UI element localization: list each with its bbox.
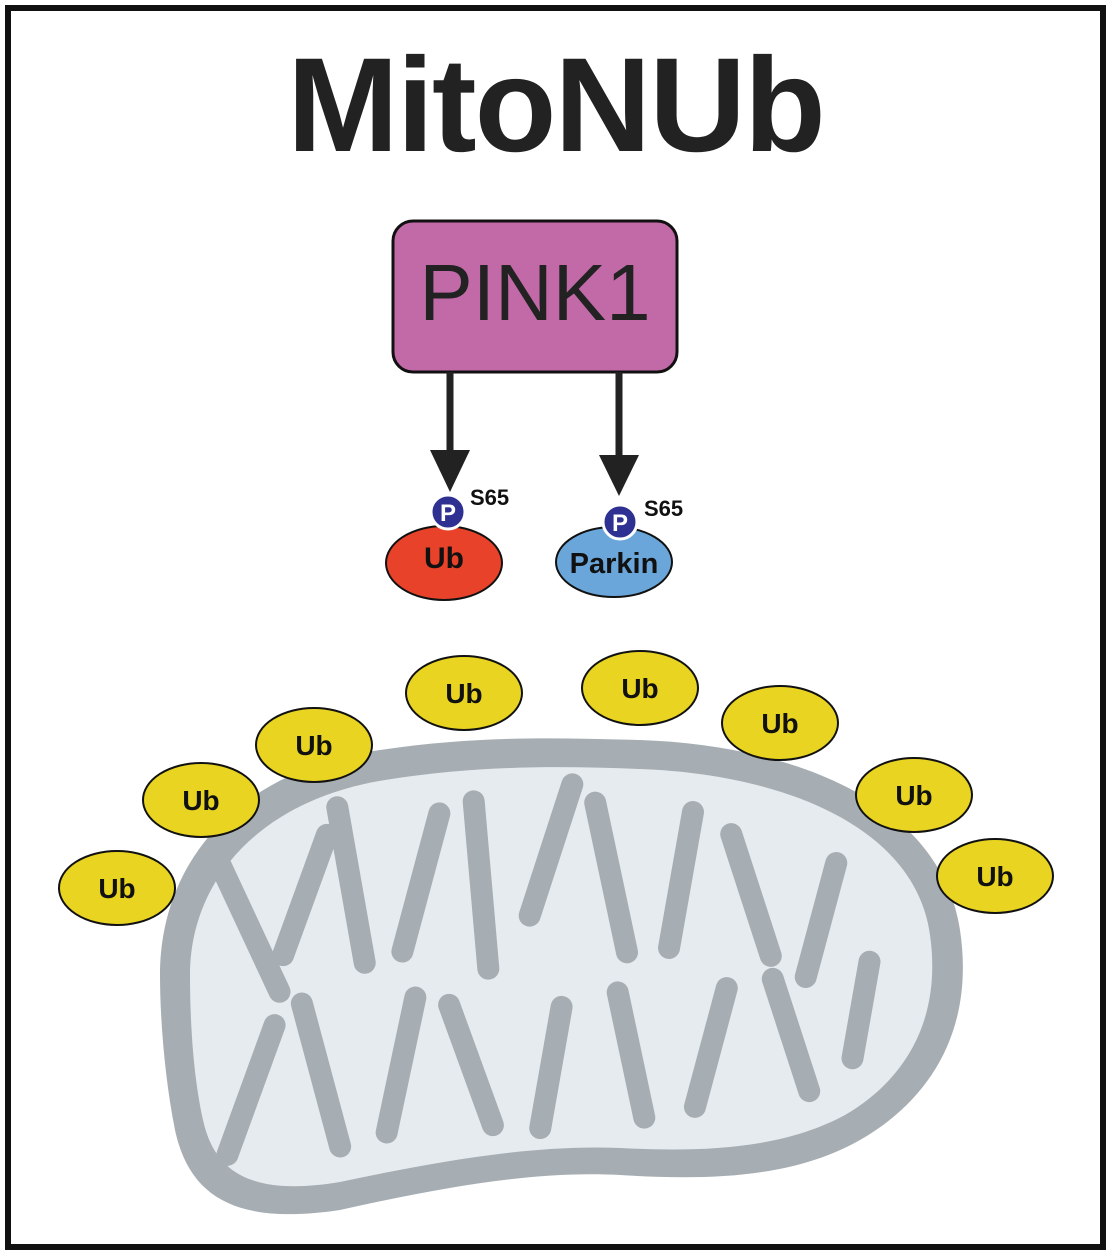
surface-ubiquitin: Ub <box>855 757 973 833</box>
ubiquitin-label: Ub <box>424 542 464 575</box>
phosphate-icon <box>429 493 467 531</box>
surface-ubiquitin: Ub <box>721 685 839 761</box>
surface-ubiquitin: Ub <box>58 850 176 926</box>
phosphate-icon <box>601 503 639 541</box>
surface-ubiquitin: Ub <box>405 655 523 731</box>
phosphate-symbol: P <box>612 510 628 537</box>
phosphate-symbol: P <box>440 500 456 527</box>
parkin-label: Parkin <box>570 548 659 580</box>
surface-ubiquitin-label: Ub <box>295 730 332 761</box>
figure-title: MitoNUb <box>287 31 826 180</box>
surface-ubiquitin: Ub <box>255 707 373 783</box>
pink1-label: PINK1 <box>419 248 650 337</box>
mitochondrion-icon <box>160 738 963 1215</box>
surface-ubiquitin: Ub <box>936 838 1054 914</box>
site-label: S65 <box>644 496 683 521</box>
surface-ubiquitin: Ub <box>142 762 260 838</box>
arrow-down-icon <box>599 372 639 496</box>
surface-ubiquitin-label: Ub <box>98 873 135 904</box>
surface-ubiquitin-label: Ub <box>976 861 1013 892</box>
surface-ubiquitin-label: Ub <box>895 780 932 811</box>
surface-ubiquitin: Ub <box>581 650 699 726</box>
pink1-kinase-box: PINK1 <box>391 219 679 374</box>
phospho-parkin: Parkin P S65 <box>555 496 683 598</box>
surface-ubiquitin-label: Ub <box>761 708 798 739</box>
phospho-ubiquitin: Ub P S65 <box>385 485 509 601</box>
surface-ubiquitin-label: Ub <box>182 785 219 816</box>
site-label: S65 <box>470 485 509 510</box>
surface-ubiquitin-label: Ub <box>445 678 482 709</box>
surface-ubiquitin-label: Ub <box>621 673 658 704</box>
arrow-down-icon <box>430 372 470 492</box>
